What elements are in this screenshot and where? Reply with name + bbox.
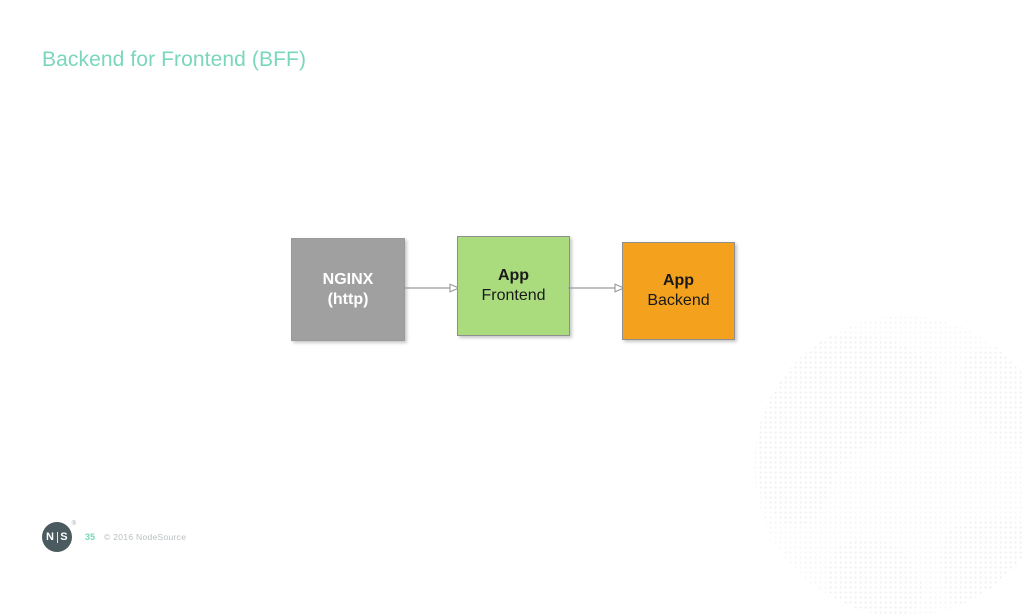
slide-footer: N S ® 35 © 2016 NodeSource xyxy=(42,521,186,552)
diagram-node-nginx[interactable]: NGINX (http) xyxy=(291,238,405,341)
node-frontend-subtitle: Frontend xyxy=(481,287,546,304)
node-nginx-subtitle: (http) xyxy=(327,290,369,308)
logo-circle-icon: N S xyxy=(42,522,72,552)
page-title: Backend for Frontend (BFF) xyxy=(42,48,307,72)
copyright-notice: © 2016 NodeSource xyxy=(104,532,187,542)
diagram-node-app-backend[interactable]: App Backend xyxy=(622,242,735,340)
node-backend-title: App xyxy=(662,272,695,290)
bff-architecture-diagram: NGINX (http) App Frontend App Backend xyxy=(285,230,745,350)
registered-trademark-icon: ® xyxy=(71,521,76,527)
edge-frontend-to-backend xyxy=(568,283,626,293)
node-nginx-title: NGINX xyxy=(322,270,374,288)
slide-number: 35 xyxy=(85,532,96,542)
logo-divider-icon xyxy=(56,531,58,543)
globe-watermark-icon xyxy=(754,316,1024,616)
footer-text: 35 © 2016 NodeSource xyxy=(85,532,186,542)
logo-letter-n: N xyxy=(45,531,55,543)
node-frontend-title: App xyxy=(497,267,530,285)
logo-letter-s: S xyxy=(60,531,69,543)
node-backend-subtitle: Backend xyxy=(647,292,710,309)
nodesource-logo: N S ® xyxy=(42,521,76,552)
diagram-node-app-frontend[interactable]: App Frontend xyxy=(457,236,570,336)
edge-nginx-to-frontend xyxy=(403,283,461,293)
logo-letters: N S xyxy=(46,531,68,543)
